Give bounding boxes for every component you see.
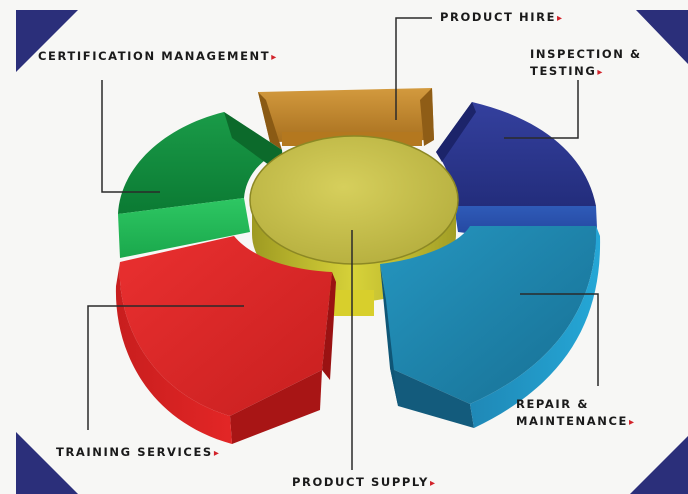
leader-training: [87, 305, 244, 430]
chevron-right-icon: ▸: [597, 67, 603, 78]
label-inspection-testing: INSPECTION & TESTING▸: [530, 47, 642, 78]
label-certification-management: CERTIFICATION MANAGEMENT▸: [38, 49, 277, 63]
leader-product-hire: [395, 17, 432, 120]
label-training-services: TRAINING SERVICES▸: [56, 445, 219, 459]
label-product-supply: PRODUCT SUPPLY▸: [292, 475, 436, 489]
leader-lines: [87, 17, 599, 470]
leader-inspection: [504, 80, 579, 139]
corner-triangle-top-left: [16, 10, 78, 72]
chevron-right-icon: ▸: [213, 448, 219, 459]
chevron-right-icon: ▸: [629, 417, 635, 428]
leader-certification: [101, 80, 160, 193]
corner-triangle-bottom-left: [16, 432, 78, 494]
label-product-hire: PRODUCT HIRE▸: [440, 10, 563, 24]
segment-repair: [380, 226, 601, 428]
chevron-right-icon: ▸: [271, 52, 277, 63]
corner-triangle-bottom-right: [630, 436, 688, 494]
leader-repair: [520, 293, 599, 386]
chevron-right-icon: ▸: [429, 478, 436, 489]
label-repair-maintenance: REPAIR & MAINTENANCE▸: [516, 397, 635, 428]
segment-certification: [118, 112, 284, 258]
chevron-right-icon: ▸: [557, 13, 563, 24]
corner-triangle-top-right: [636, 10, 688, 64]
segment-training: [115, 236, 336, 444]
